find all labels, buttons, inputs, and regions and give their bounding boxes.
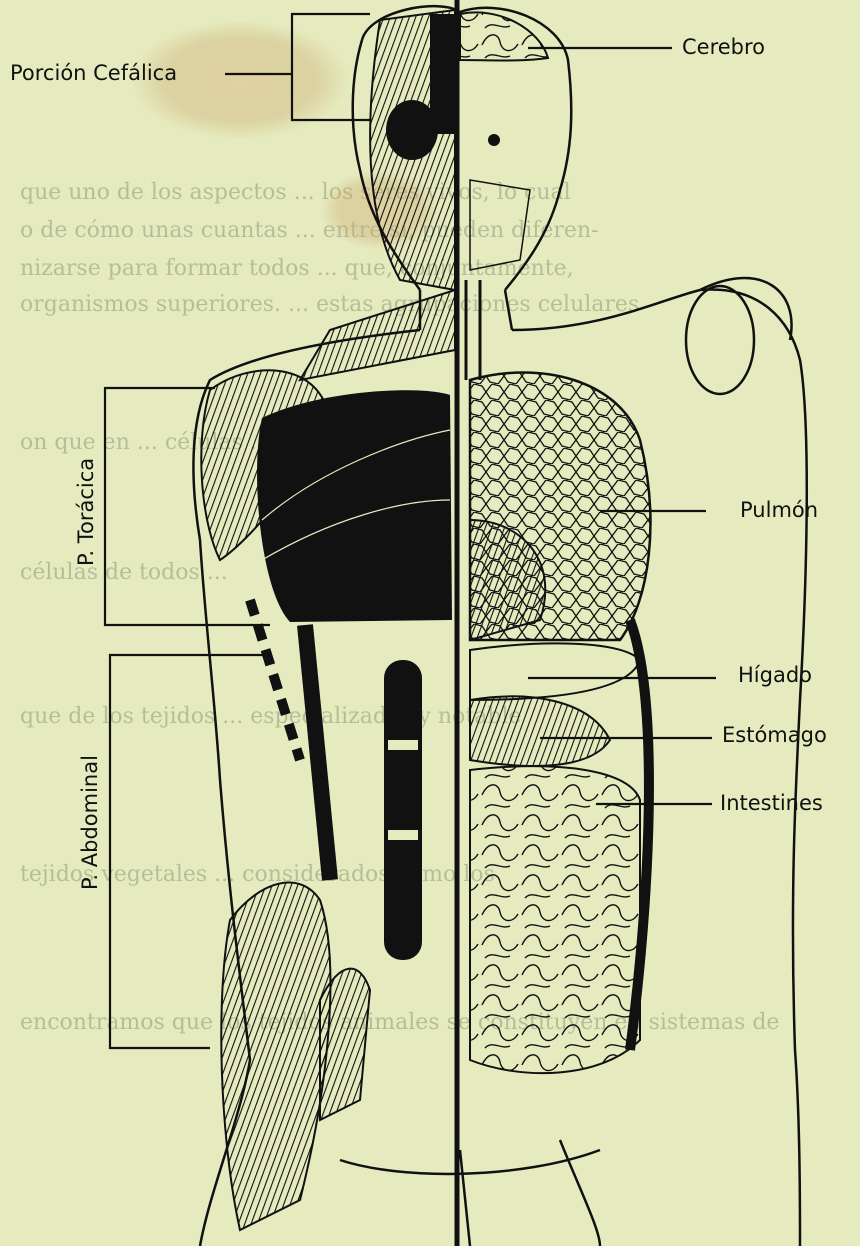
label-thoracic: P. Torácica bbox=[74, 446, 98, 566]
organ-layer bbox=[460, 12, 650, 1073]
label-lung: Pulmón bbox=[740, 498, 818, 522]
label-liver: Hígado bbox=[738, 663, 812, 687]
label-stomach: Estómago bbox=[722, 723, 827, 747]
label-abdominal: P. Abdominal bbox=[78, 744, 102, 890]
label-cephalic: Porción Cefálica bbox=[10, 61, 177, 85]
label-intestines: Intestines bbox=[720, 791, 823, 815]
label-brain: Cerebro bbox=[682, 35, 765, 59]
